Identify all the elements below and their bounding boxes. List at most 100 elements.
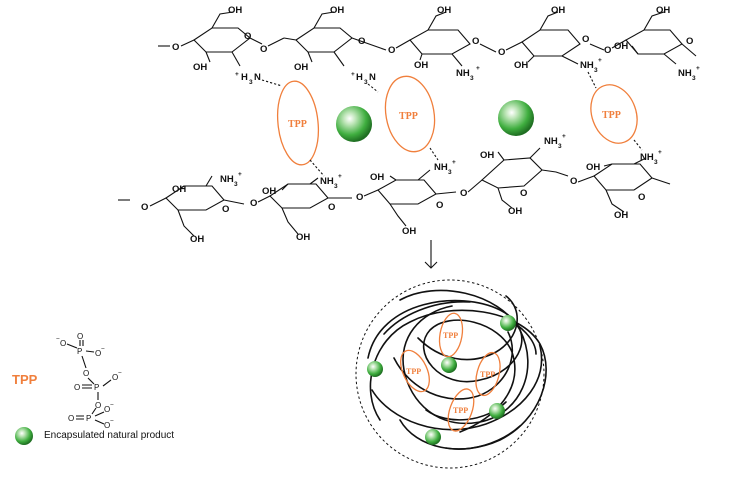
ring-oxygen: O [328,202,335,213]
ring-oxygen: O [244,31,251,42]
encapsulated-product-sphere [367,361,383,377]
ring-oxygen: O [638,192,645,203]
hydroxyl-label: OH [172,184,186,195]
charge-minus: − [118,370,122,377]
legend-tpp-title: TPP [12,372,38,387]
tpp-ellipse [400,349,430,393]
ring-oxygen: O [582,34,589,45]
charge-plus: + [351,71,355,78]
subscript: 3 [249,79,253,86]
ammonium-label: NH [580,60,594,71]
ring-oxygen: O [436,200,443,211]
tpp-structure: O − P O O − O P O O − O P O O − O − [56,332,122,430]
ammonium-label: H [241,72,248,83]
oxygen: O [112,373,118,382]
ammonium-label: NH [640,152,654,163]
encapsulated-product-sphere [425,429,441,445]
subscript: 3 [594,67,598,74]
encapsulated-product-sphere [498,100,534,136]
ring-oxygen: O [222,204,229,215]
hydroxyl-label: OH [614,41,628,52]
oxygen: O [104,405,110,414]
charge-minus: − [56,336,60,343]
hydroxyl-label: OH [190,234,204,245]
encapsulated-product-sphere [336,106,372,142]
ring-oxygen: O [686,36,693,47]
hydroxyl-label: OH [370,172,384,183]
subscript: 3 [334,183,338,190]
glycosidic-oxygen: O [460,188,467,199]
charge-minus: − [110,418,114,425]
hydroxyl-label: OH [296,232,310,243]
hydroxyl-label: OH [262,186,276,197]
glycosidic-oxygen: O [250,198,257,209]
nanoparticle-boundary [355,279,545,469]
phosphorus: P [86,414,91,423]
ring-oxygen: O [472,36,479,47]
ammonium-n: N [254,72,261,83]
tpp-label: TPP [399,111,418,122]
glycosidic-oxygen: O [604,45,611,56]
ammonium-n: N [369,72,376,83]
tpp-ellipse [438,312,464,358]
subscript: 3 [654,159,658,166]
ammonium-label: H [356,72,363,83]
ammonium-label: NH [544,136,558,147]
oxygen: O [68,414,74,423]
glycosidic-oxygen: O [498,47,505,58]
encapsulated-product-sphere [500,315,516,331]
charge-plus: + [338,173,342,180]
chain-oxygen: O [172,42,179,53]
oxygen: O [83,369,89,378]
down-arrow-icon [424,240,438,269]
charge-plus: + [235,71,239,78]
hydroxyl-label: OH [414,60,428,71]
ring-oxygen: O [520,188,527,199]
ammonium-label: NH [456,68,470,79]
tpp-crosslinks: TPP TPP TPP [261,71,643,177]
hydroxyl-label: OH [514,60,528,71]
tpp-label: TPP [406,367,421,376]
hydroxyl-label: OH [480,150,494,161]
oxygen: O [74,383,80,392]
hydroxyl-label: OH [586,162,600,173]
glycosidic-oxygen: O [356,192,363,203]
glycosidic-oxygen: O [260,44,267,55]
hydroxyl-label: OH [551,5,565,16]
legend-natural-product-label: Encapsulated natural product [44,430,175,441]
tpp-ellipse [447,388,475,432]
phosphorus: P [94,383,99,392]
bottom-chitosan-chain: O OH NH 3 + OH O O OH NH 3 + OH O O OH [118,133,671,245]
tpp-ellipse [475,351,501,397]
ammonium-label: NH [434,162,448,173]
tpp-ellipse [384,75,436,153]
oxygen: O [104,421,110,430]
hydroxyl-label: OH [228,5,242,16]
tpp-ellipse [276,80,320,166]
hydroxyl-label: OH [193,62,207,73]
oxygen: O [95,349,101,358]
chain-oxygen: O [141,202,148,213]
encapsulated-product-sphere [489,403,505,419]
top-chitosan-chain: O OH OH + H 3 N O O OH OH + H 3 N O O [158,5,700,86]
hydroxyl-label: OH [437,5,451,16]
hydroxyl-label: OH [614,210,628,221]
charge-plus: + [562,133,566,140]
ammonium-label: NH [220,174,234,185]
charge-plus: + [238,171,242,178]
glycosidic-oxygen: O [570,176,577,187]
legend-sphere-icon [15,427,33,445]
hydroxyl-label: OH [656,5,670,16]
charge-plus: + [658,149,662,156]
hydroxyl-label: OH [402,226,416,237]
tpp-label: TPP [453,406,468,415]
charge-plus: + [696,65,700,72]
subscript: 3 [448,169,452,176]
tpp-label: TPP [480,370,495,379]
oxygen: O [95,401,101,410]
oxygen: O [60,339,66,348]
tpp-label: TPP [602,110,621,121]
charge-plus: + [598,57,602,64]
charge-plus: + [476,65,480,72]
